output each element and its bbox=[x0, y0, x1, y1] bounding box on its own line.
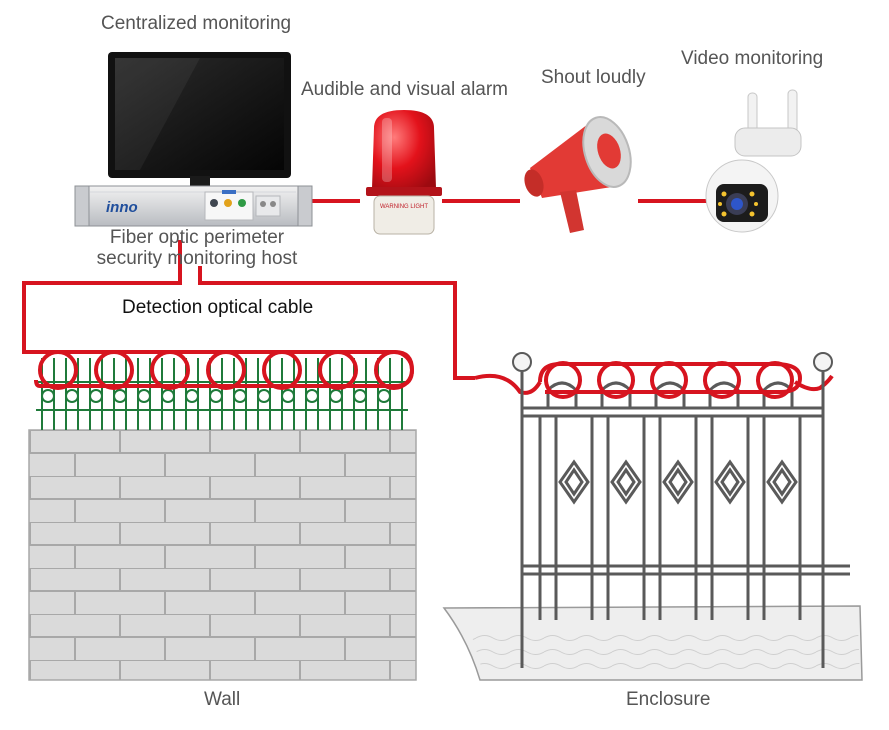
iron-fence bbox=[520, 372, 850, 668]
label-host-line1: Fiber optic perimeter bbox=[109, 227, 285, 248]
label-host-line2: security monitoring host bbox=[96, 248, 298, 269]
enclosure-cable-coil bbox=[538, 361, 803, 399]
label-video-monitoring: Video monitoring bbox=[681, 48, 824, 69]
warning-light-icon: WARNING LIGHT bbox=[366, 110, 442, 235]
monitoring-host-icon: inno bbox=[74, 185, 313, 227]
wall-cable-coil bbox=[34, 350, 415, 390]
fence-post-caps bbox=[512, 352, 833, 372]
host-brand-logo: inno bbox=[106, 199, 138, 216]
label-audible-visual-alarm: Audible and visual alarm bbox=[301, 79, 509, 100]
label-enclosure: Enclosure bbox=[626, 689, 711, 710]
brick-wall bbox=[28, 429, 417, 681]
detection-optical-cable-right bbox=[198, 266, 834, 395]
ptz-camera-icon bbox=[705, 89, 802, 233]
label-shout-loudly: Shout loudly bbox=[541, 67, 646, 88]
label-wall: Wall bbox=[204, 689, 241, 710]
wall-mesh-fence bbox=[36, 358, 408, 430]
detection-optical-cable-left bbox=[22, 240, 182, 354]
label-detection-optical-cable: Detection optical cable bbox=[122, 297, 314, 318]
ground bbox=[442, 605, 863, 681]
monitor-icon bbox=[108, 52, 291, 198]
megaphone-icon bbox=[524, 116, 632, 233]
label-centralized-monitoring: Centralized monitoring bbox=[101, 13, 292, 34]
beacon-label: WARNING LIGHT bbox=[380, 204, 428, 210]
